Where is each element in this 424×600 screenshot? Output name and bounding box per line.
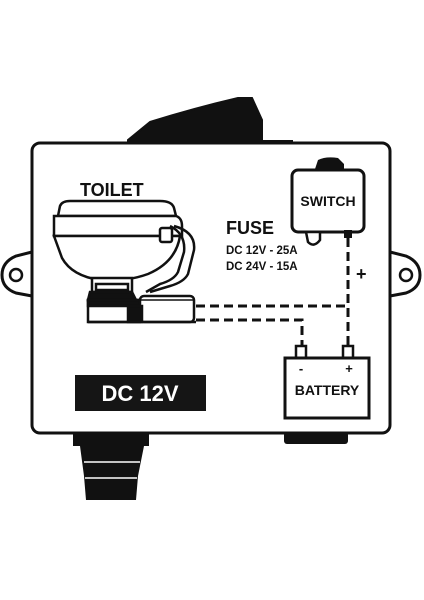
toilet-label: TOILET: [80, 180, 144, 200]
wiring: [196, 238, 350, 346]
battery-label: BATTERY: [295, 382, 360, 398]
switch-component: SWITCH: [290, 157, 366, 246]
positive-wire-sign: +: [356, 264, 367, 284]
fuse-title: FUSE: [226, 218, 274, 238]
switch-label: SWITCH: [300, 193, 355, 209]
mounting-ear-left: [0, 250, 33, 298]
voltage-badge-text: DC 12V: [101, 381, 178, 406]
fuse-rating-12v: DC 12V - 25A: [226, 245, 298, 257]
battery-positive-sign: +: [345, 361, 353, 376]
enclosure-foot: [284, 432, 348, 444]
battery-component: - + BATTERY: [283, 344, 371, 420]
hose-outlet: [73, 433, 149, 500]
mounting-ear-right: [389, 250, 422, 298]
rocker-switch-top: [127, 97, 293, 147]
battery-negative-sign: -: [299, 361, 303, 376]
voltage-badge: DC 12V: [75, 375, 206, 411]
toilet-icon: [52, 199, 196, 324]
fuse-rating-24v: DC 24V - 15A: [226, 261, 298, 273]
wire-toilet-to-battery-negative: [196, 318, 304, 346]
